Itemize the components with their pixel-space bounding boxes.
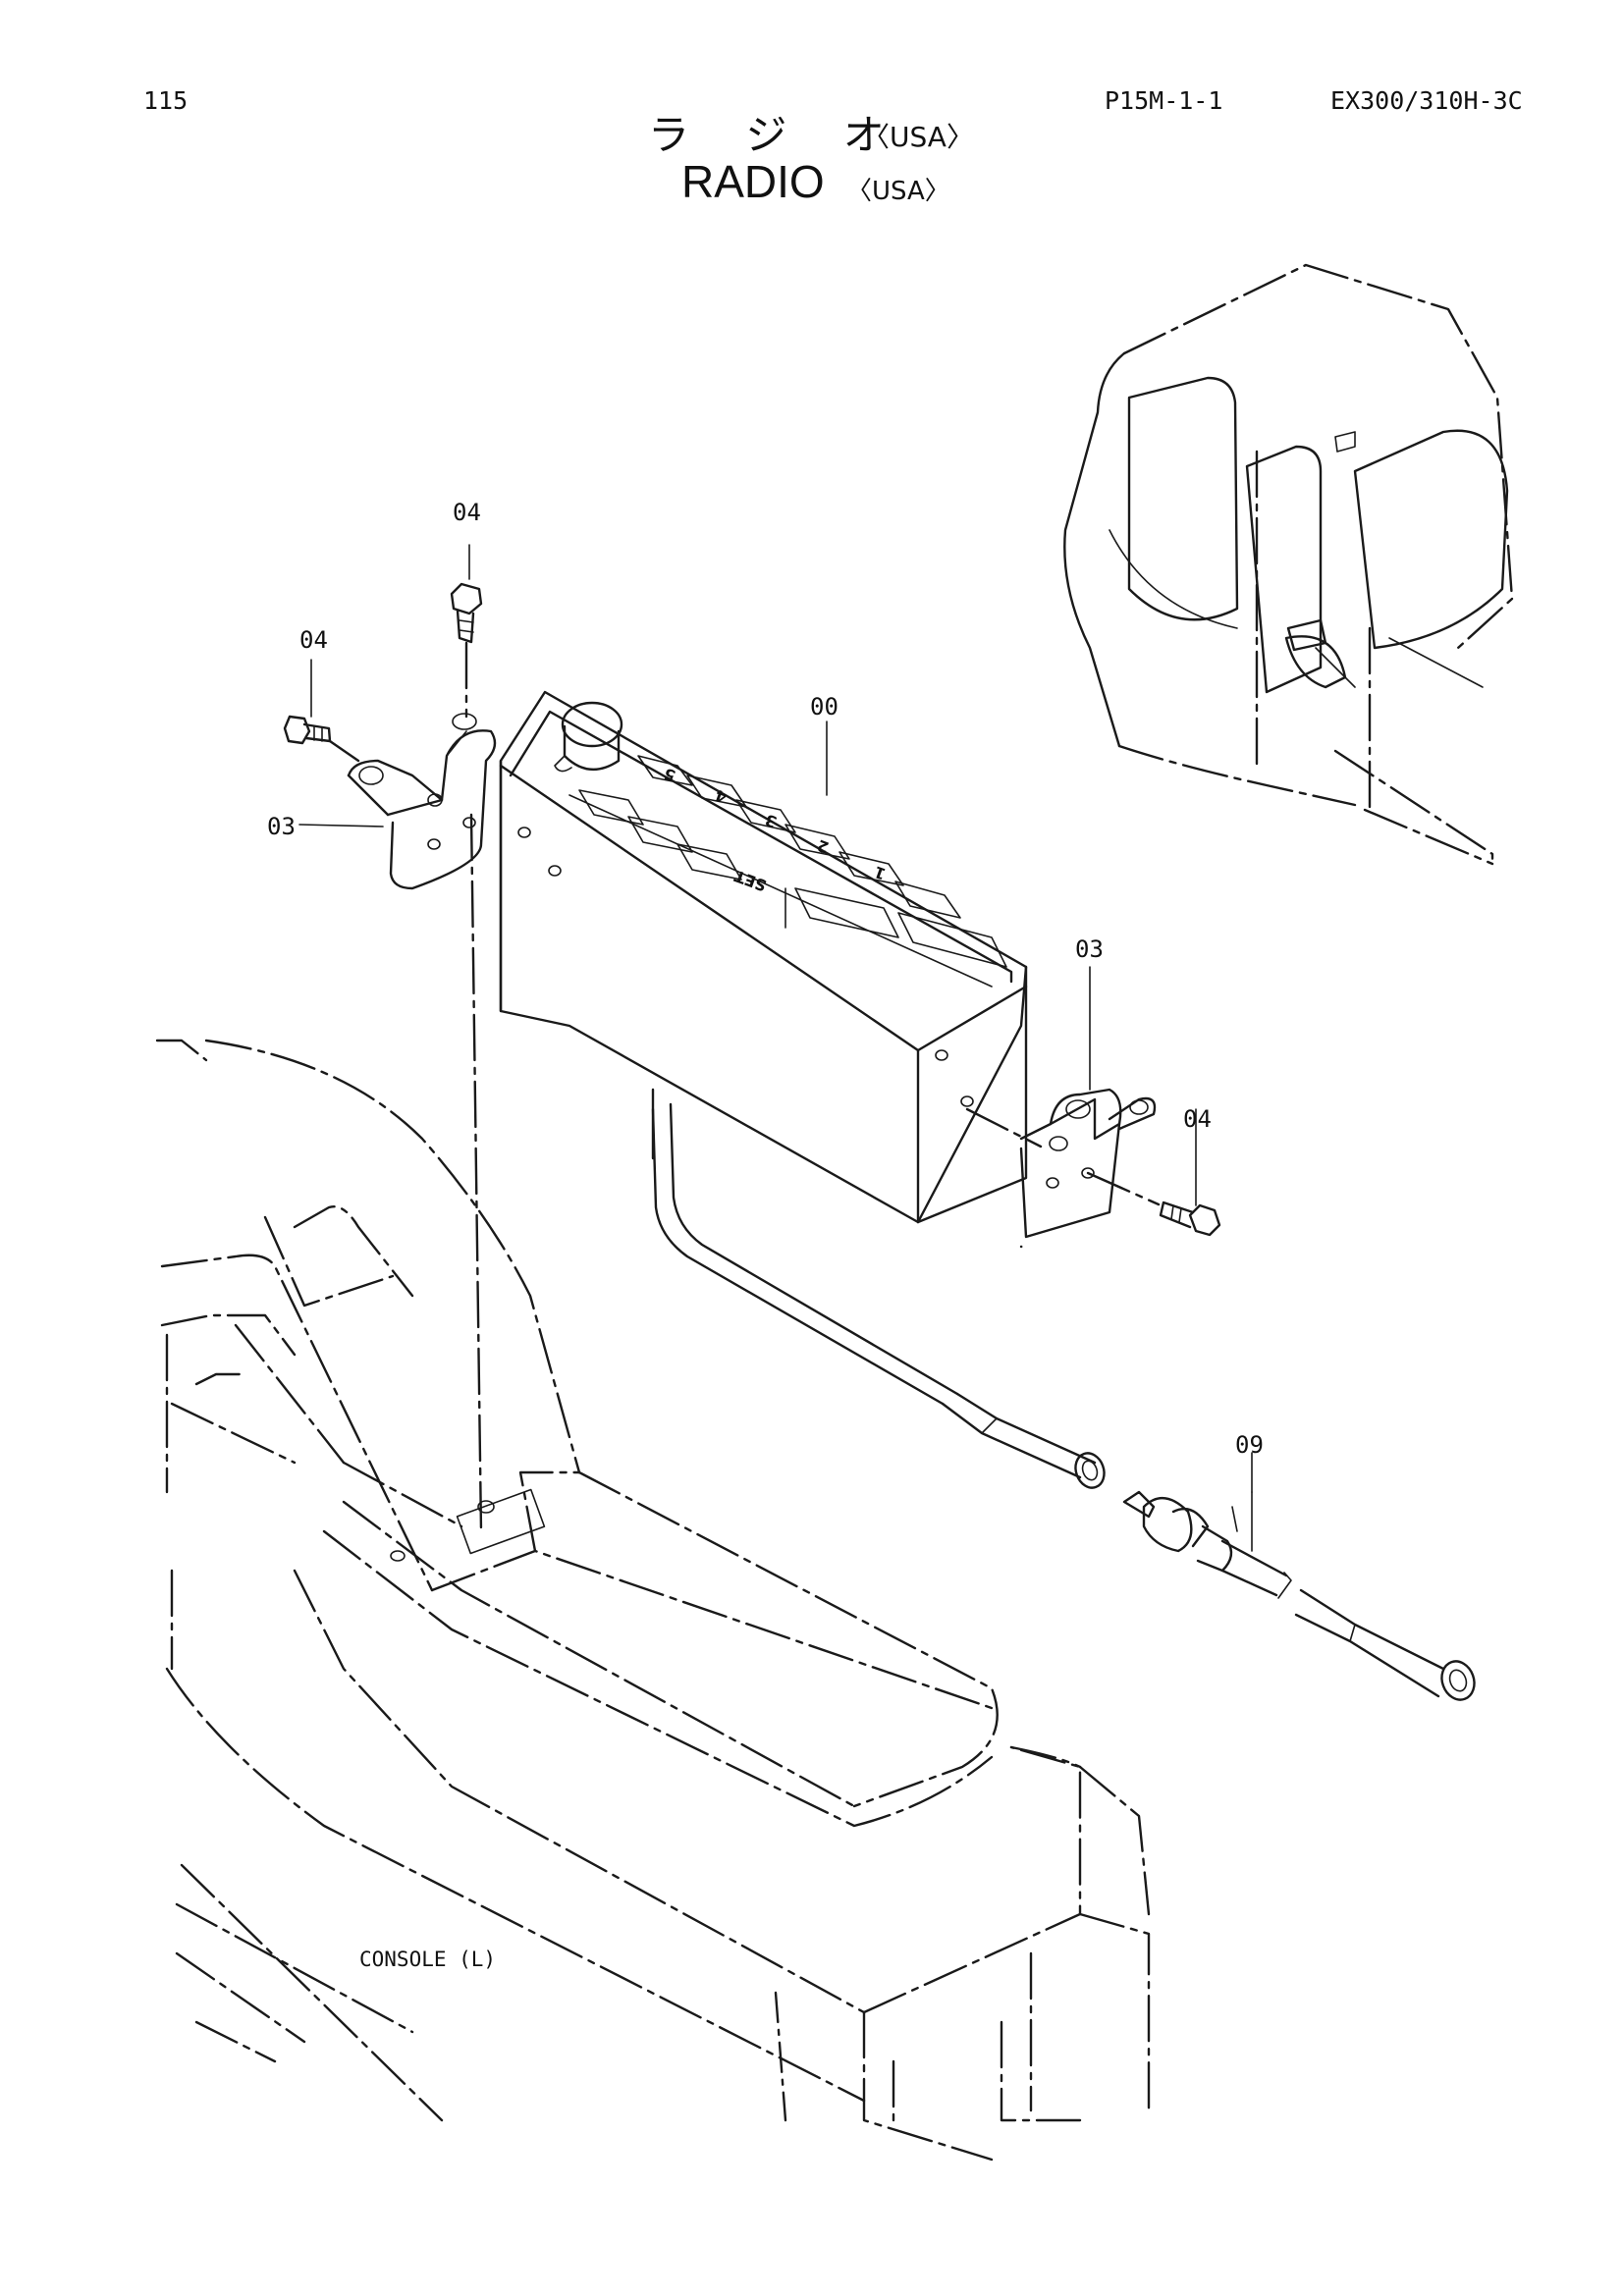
title-japanese: ラ ジ オ bbox=[648, 111, 906, 159]
bolt-right bbox=[1159, 1201, 1221, 1237]
bolt-top bbox=[450, 582, 483, 644]
bolt-left bbox=[283, 715, 332, 745]
title-japanese-region: 〈USA〉 bbox=[862, 121, 974, 153]
console-outline: CONSOLE (L) bbox=[155, 1039, 1151, 2162]
title-english: RADIO bbox=[681, 156, 825, 207]
callout-03-right: 03 bbox=[1075, 935, 1104, 963]
figure-code: P15M-1-1 bbox=[1105, 86, 1223, 115]
model-code: EX300/310H-3C bbox=[1330, 86, 1523, 115]
callout-00: 00 bbox=[810, 693, 839, 721]
antenna-lead bbox=[651, 1102, 1106, 1489]
leader-lines bbox=[298, 544, 1253, 1493]
callout-04-right: 04 bbox=[1183, 1105, 1212, 1133]
cab-inset bbox=[1063, 263, 1514, 866]
console-label: CONSOLE (L) bbox=[359, 1948, 496, 1971]
page-number: 115 bbox=[143, 86, 189, 115]
callout-09: 09 bbox=[1235, 1431, 1264, 1459]
callout-04-top: 04 bbox=[453, 499, 481, 526]
bracket-left bbox=[347, 713, 497, 890]
radio-unit: 5 4 3 2 1 SET bbox=[499, 690, 1028, 1224]
callout-03-left: 03 bbox=[267, 813, 296, 840]
title-english-region: 〈USA〉 bbox=[846, 177, 950, 206]
assembly-guides bbox=[328, 641, 1161, 1533]
callout-04-left: 04 bbox=[299, 626, 328, 654]
bracket-right bbox=[1019, 1088, 1157, 1239]
antenna-cable bbox=[1122, 1490, 1476, 1701]
preset-key-1: 1 bbox=[872, 862, 889, 883]
